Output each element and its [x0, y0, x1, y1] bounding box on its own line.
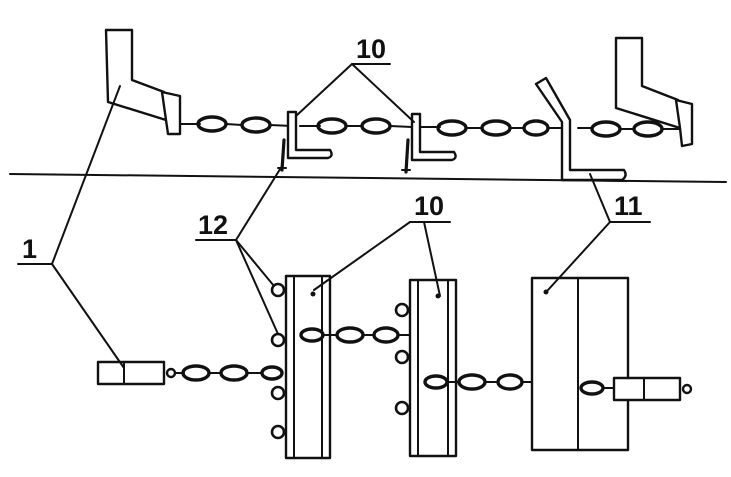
plan-chain-4 — [579, 380, 615, 396]
plan-chain-1 — [174, 364, 284, 382]
side-view — [9, 28, 727, 183]
label-11: 11 — [614, 191, 643, 221]
plan-view — [96, 274, 693, 460]
bracket-side-2 — [401, 112, 457, 174]
post-plan — [530, 276, 630, 452]
label-1: 1 — [22, 234, 37, 264]
plan-chain-2 — [299, 326, 411, 344]
beam-plan-1 — [270, 274, 332, 460]
right-anchor-plan — [612, 376, 693, 402]
left-anchor-plan — [96, 360, 177, 386]
bracket-side-1 — [277, 110, 333, 172]
right-anchor-side — [614, 36, 694, 148]
side-chain — [179, 115, 681, 138]
leader-lines — [17, 63, 651, 369]
labels: 10 1 12 10 11 — [22, 34, 643, 264]
label-10-top: 10 — [356, 34, 386, 64]
beam-plan-2 — [394, 278, 458, 458]
label-10-bottom: 10 — [414, 191, 444, 221]
label-12: 12 — [198, 210, 228, 240]
left-anchor-side — [104, 28, 182, 136]
plan-chain-3 — [423, 373, 533, 391]
